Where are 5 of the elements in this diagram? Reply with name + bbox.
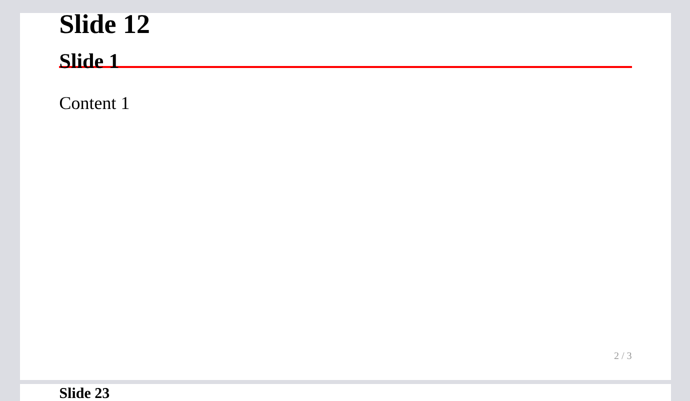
slide-title: Slide 23 <box>60 388 110 398</box>
slide-text: Content 1 <box>60 97 129 110</box>
slide-heading: Slide 1 <box>60 53 118 68</box>
page-number: 2 / 3 <box>614 352 632 360</box>
slide-title: Slide 12 <box>60 14 149 34</box>
